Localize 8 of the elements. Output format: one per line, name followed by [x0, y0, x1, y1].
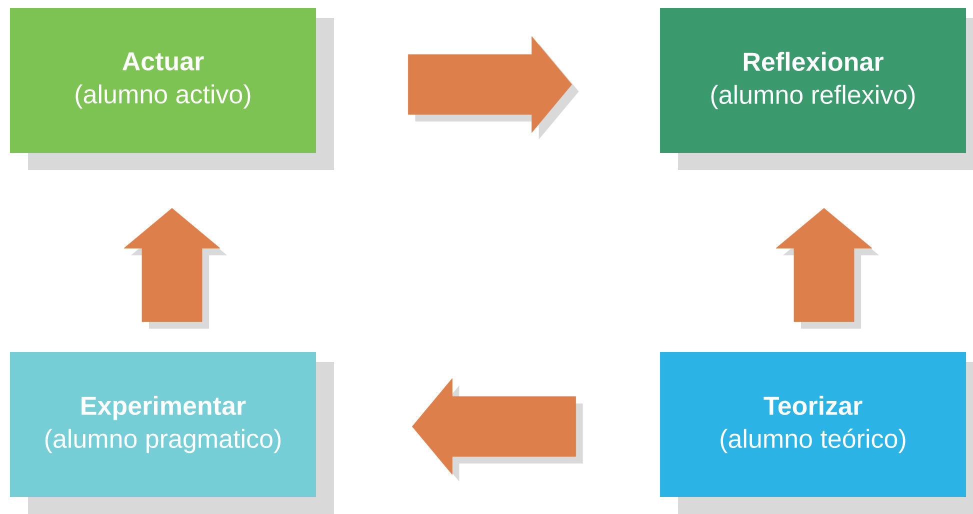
block-arrow [124, 208, 227, 329]
stage-box: Teorizar (alumno teórico) [660, 352, 973, 514]
block-arrow [776, 208, 880, 329]
stage-box: Experimentar (alumno pragmatico) [10, 352, 334, 514]
stage-box: Reflexionar (alumno reflexivo) [660, 8, 973, 170]
stage-box: Actuar (alumno activo) [10, 8, 334, 170]
block-arrow [408, 36, 579, 140]
block-arrow [412, 378, 583, 482]
